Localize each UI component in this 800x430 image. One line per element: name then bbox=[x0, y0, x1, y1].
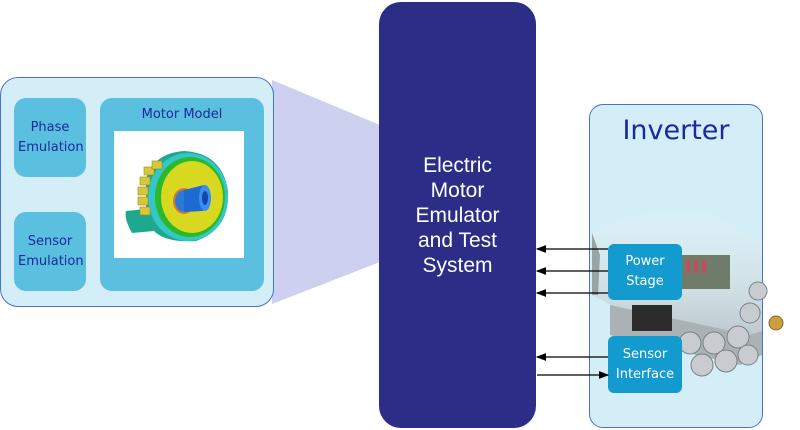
motor-model-block: Motor Model bbox=[100, 98, 264, 291]
inverter-title: Inverter bbox=[622, 115, 730, 146]
sensor-interface-block: Sensor Interface bbox=[608, 336, 682, 393]
motor-cutaway-image bbox=[114, 131, 244, 258]
phase-emulation-block: Phase Emulation bbox=[14, 98, 86, 177]
motor-emulator-label: Electric Motor Emulator and Test System bbox=[415, 153, 500, 277]
motor-emulator-block: Electric Motor Emulator and Test System bbox=[379, 2, 536, 428]
power-stage-block: Power Stage bbox=[608, 244, 682, 300]
phase-emulation-label: Phase Emulation bbox=[18, 119, 84, 155]
sensor-emulation-label: Sensor Emulation bbox=[18, 233, 84, 269]
motor-model-title: Motor Model bbox=[141, 107, 223, 122]
sensor-interface-label: Sensor Interface bbox=[615, 346, 675, 382]
sensor-emulation-block: Sensor Emulation bbox=[14, 212, 86, 291]
power-stage-label: Power Stage bbox=[625, 254, 665, 289]
